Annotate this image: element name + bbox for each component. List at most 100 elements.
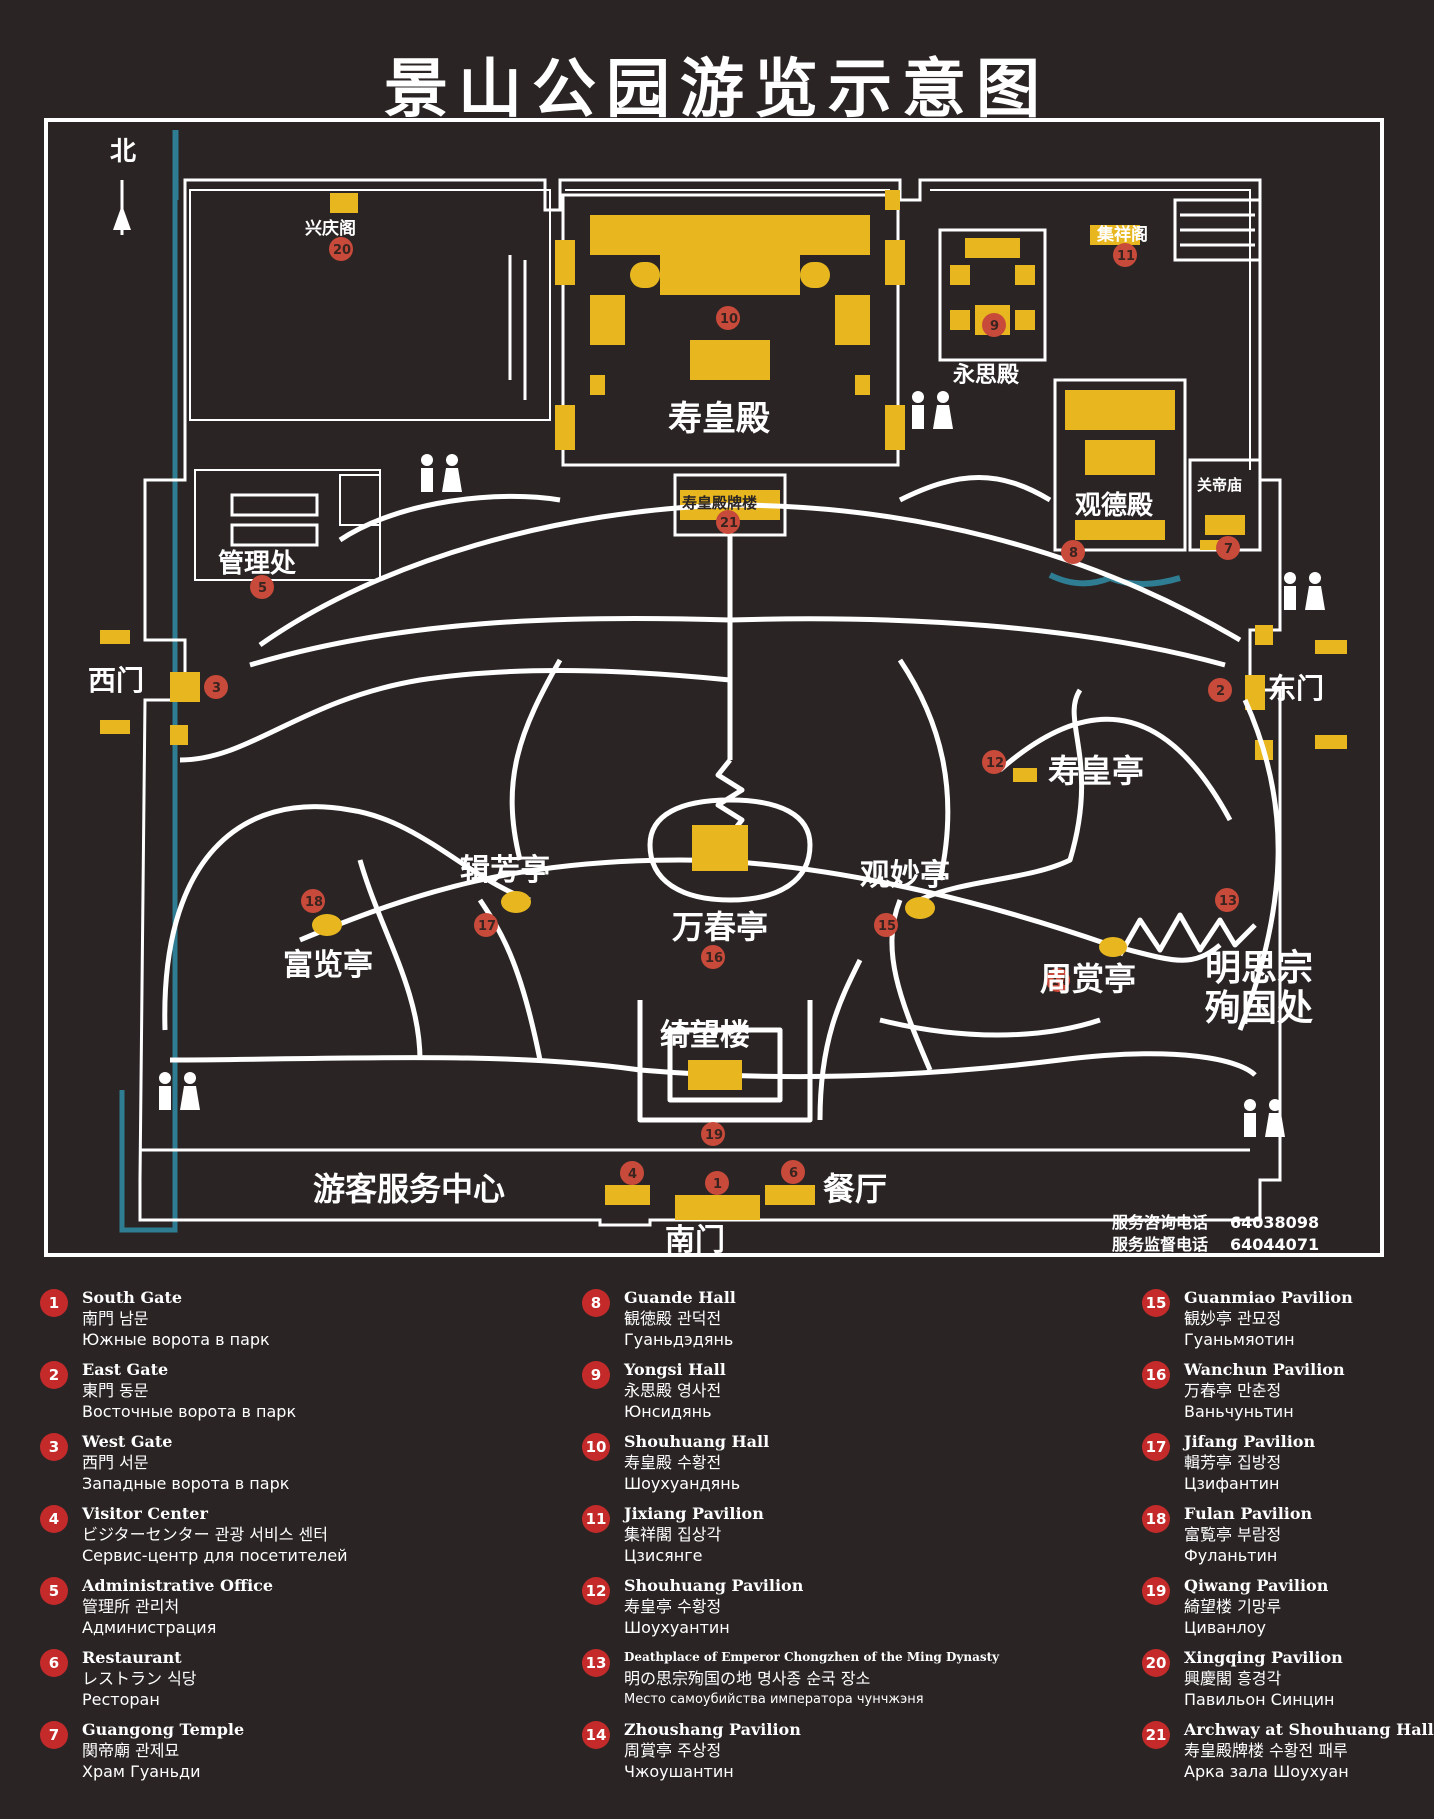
legend-ru: Южные ворота в парк xyxy=(82,1330,270,1349)
fulan-pavilion-marker xyxy=(312,914,342,936)
legend-number-badge: 15 xyxy=(1142,1289,1170,1317)
legend-ru: Цзифантин xyxy=(1184,1474,1280,1493)
legend-number-badge: 20 xyxy=(1142,1649,1170,1677)
label-guandi: 关帝庙 xyxy=(1197,476,1242,494)
svg-text:9: 9 xyxy=(990,319,999,334)
info-phone-number: 64038098 xyxy=(1230,1213,1320,1232)
legend-zh: 南門 남문 xyxy=(82,1309,149,1328)
legend-en: Deathplace of Emperor Chongzhen of the M… xyxy=(624,1650,1000,1664)
guanmiao-pavilion-marker xyxy=(905,897,935,919)
north-arrow-icon xyxy=(113,180,131,235)
wanchun-pavilion-marker xyxy=(692,825,748,871)
svg-text:17: 17 xyxy=(478,919,496,934)
svg-text:3: 3 xyxy=(212,681,221,696)
label-fulan: 富览亭 xyxy=(283,948,373,983)
legend-ru: Шоухуантин xyxy=(624,1618,730,1637)
page-title: 景山公园游览示意图 xyxy=(384,52,1050,127)
label-yongsi: 永思殿 xyxy=(953,362,1020,388)
svg-text:11: 11 xyxy=(1117,249,1135,264)
legend-zh: 管理所 관리처 xyxy=(82,1597,180,1616)
legend-en: Jixiang Pavilion xyxy=(624,1504,764,1523)
legend-ru: Храм Гуаньди xyxy=(82,1762,201,1781)
legend-en: Yongsi Hall xyxy=(624,1360,726,1379)
legend-en: Restaurant xyxy=(82,1648,182,1667)
label-wanchun: 万春亭 xyxy=(672,908,768,946)
label-paifang: 寿皇殿牌楼 xyxy=(682,494,757,512)
complaint-phone-number: 64044071 xyxy=(1230,1235,1320,1254)
zhoushang-pavilion-marker xyxy=(1099,937,1127,957)
legend-en: Wanchun Pavilion xyxy=(1184,1360,1345,1379)
legend-zh: 寿皇亭 수황정 xyxy=(624,1597,722,1616)
legend-ru: Чжоушантин xyxy=(624,1762,734,1781)
label-chongzhen-2: 殉国处 xyxy=(1204,988,1313,1029)
info-phone-label: 服务咨询电话 xyxy=(1112,1213,1209,1232)
legend-ru: Гуаньмяотин xyxy=(1184,1330,1295,1349)
legend-ru: Циванлоу xyxy=(1184,1618,1266,1637)
legend-en: West Gate xyxy=(82,1432,173,1451)
park-map[interactable]: 北 xyxy=(0,0,1434,1270)
toilet-icon xyxy=(912,391,953,429)
label-guanmiao: 观妙亭 xyxy=(860,858,950,893)
legend-en: Shouhuang Hall xyxy=(624,1432,770,1451)
legend-zh: 周賞亭 주상정 xyxy=(624,1741,722,1760)
legend-number-badge: 6 xyxy=(40,1649,68,1677)
legend-en: Xingqing Pavilion xyxy=(1184,1648,1343,1667)
legend-number-badge: 21 xyxy=(1142,1721,1170,1749)
legend-ru: Арка зала Шоухуан xyxy=(1184,1762,1349,1781)
label-jixiang: 集祥阁 xyxy=(1096,224,1148,245)
legend-ru: Юнсидянь xyxy=(624,1402,712,1421)
svg-text:7: 7 xyxy=(1224,542,1233,557)
legend-zh: 綺望楼 기망루 xyxy=(1184,1597,1282,1616)
legend-number-badge: 17 xyxy=(1142,1433,1170,1461)
label-ximen: 西门 xyxy=(88,664,144,697)
label-guanli: 管理处 xyxy=(218,549,296,579)
legend-en: Zhoushang Pavilion xyxy=(624,1720,801,1739)
svg-text:15: 15 xyxy=(878,919,896,934)
svg-text:13: 13 xyxy=(1219,894,1237,909)
legend-en: Shouhuang Pavilion xyxy=(624,1576,804,1595)
svg-text:6: 6 xyxy=(789,1166,798,1181)
legend-number-badge: 5 xyxy=(40,1577,68,1605)
legend-ru: Западные ворота в парк xyxy=(82,1474,290,1493)
toilet-icon xyxy=(1244,1099,1285,1137)
svg-text:12: 12 xyxy=(986,756,1004,771)
svg-text:2: 2 xyxy=(1216,684,1225,699)
legend-ru: Сервис-центр для посетителей xyxy=(82,1546,348,1565)
legend-number-badge: 2 xyxy=(40,1361,68,1389)
svg-text:21: 21 xyxy=(720,516,738,531)
legend-zh: 興慶閣 흥경각 xyxy=(1184,1669,1282,1688)
legend-en: Jifang Pavilion xyxy=(1184,1432,1316,1451)
legend-zh: 富覧亭 부람정 xyxy=(1184,1525,1282,1544)
legend-ru: Ресторан xyxy=(82,1690,160,1709)
svg-text:1: 1 xyxy=(713,1177,722,1192)
legend-en: Visitor Center xyxy=(82,1504,208,1523)
label-guande: 观德殿 xyxy=(1075,491,1153,521)
svg-text:20: 20 xyxy=(333,243,351,258)
legend-en: South Gate xyxy=(82,1288,183,1307)
legend-number-badge: 4 xyxy=(40,1505,68,1533)
legend-zh: 万春亭 만춘정 xyxy=(1184,1381,1282,1400)
svg-text:16: 16 xyxy=(705,951,723,966)
legend-zh: 集祥閣 집상각 xyxy=(624,1525,722,1544)
toilet-icon xyxy=(421,454,462,492)
legend-en: Guande Hall xyxy=(624,1288,736,1307)
legend-ru: Павильон Синцин xyxy=(1184,1690,1335,1709)
toilet-icon xyxy=(1284,572,1325,610)
shouhuang-pavilion-marker xyxy=(1013,768,1037,782)
svg-text:8: 8 xyxy=(1069,546,1078,561)
label-visitor: 游客服务中心 xyxy=(313,1170,505,1208)
legend-ru: Цзисянгe xyxy=(624,1546,703,1565)
legend-en: Guangong Temple xyxy=(82,1720,245,1739)
legend-ru: Гуаньдэдянь xyxy=(624,1330,734,1349)
map-number-markers: 1 2 3 4 5 6 7 8 9 10 11 12 13 14 15 16 1… xyxy=(204,237,1240,1195)
legend-zh: レストラン 식당 xyxy=(82,1669,197,1688)
legend-zh: 観妙亭 관묘정 xyxy=(1184,1309,1282,1328)
north-label: 北 xyxy=(110,137,136,167)
legend-ru: Шоухуандянь xyxy=(624,1474,741,1493)
legend-en: Guanmiao Pavilion xyxy=(1184,1288,1353,1307)
jifang-pavilion-marker xyxy=(501,891,531,913)
legend-ru: Восточные ворота в парк xyxy=(82,1402,297,1421)
label-shouhuangting: 寿皇亭 xyxy=(1048,752,1144,790)
legend-number-badge: 11 xyxy=(582,1505,610,1533)
legend-number-badge: 18 xyxy=(1142,1505,1170,1533)
